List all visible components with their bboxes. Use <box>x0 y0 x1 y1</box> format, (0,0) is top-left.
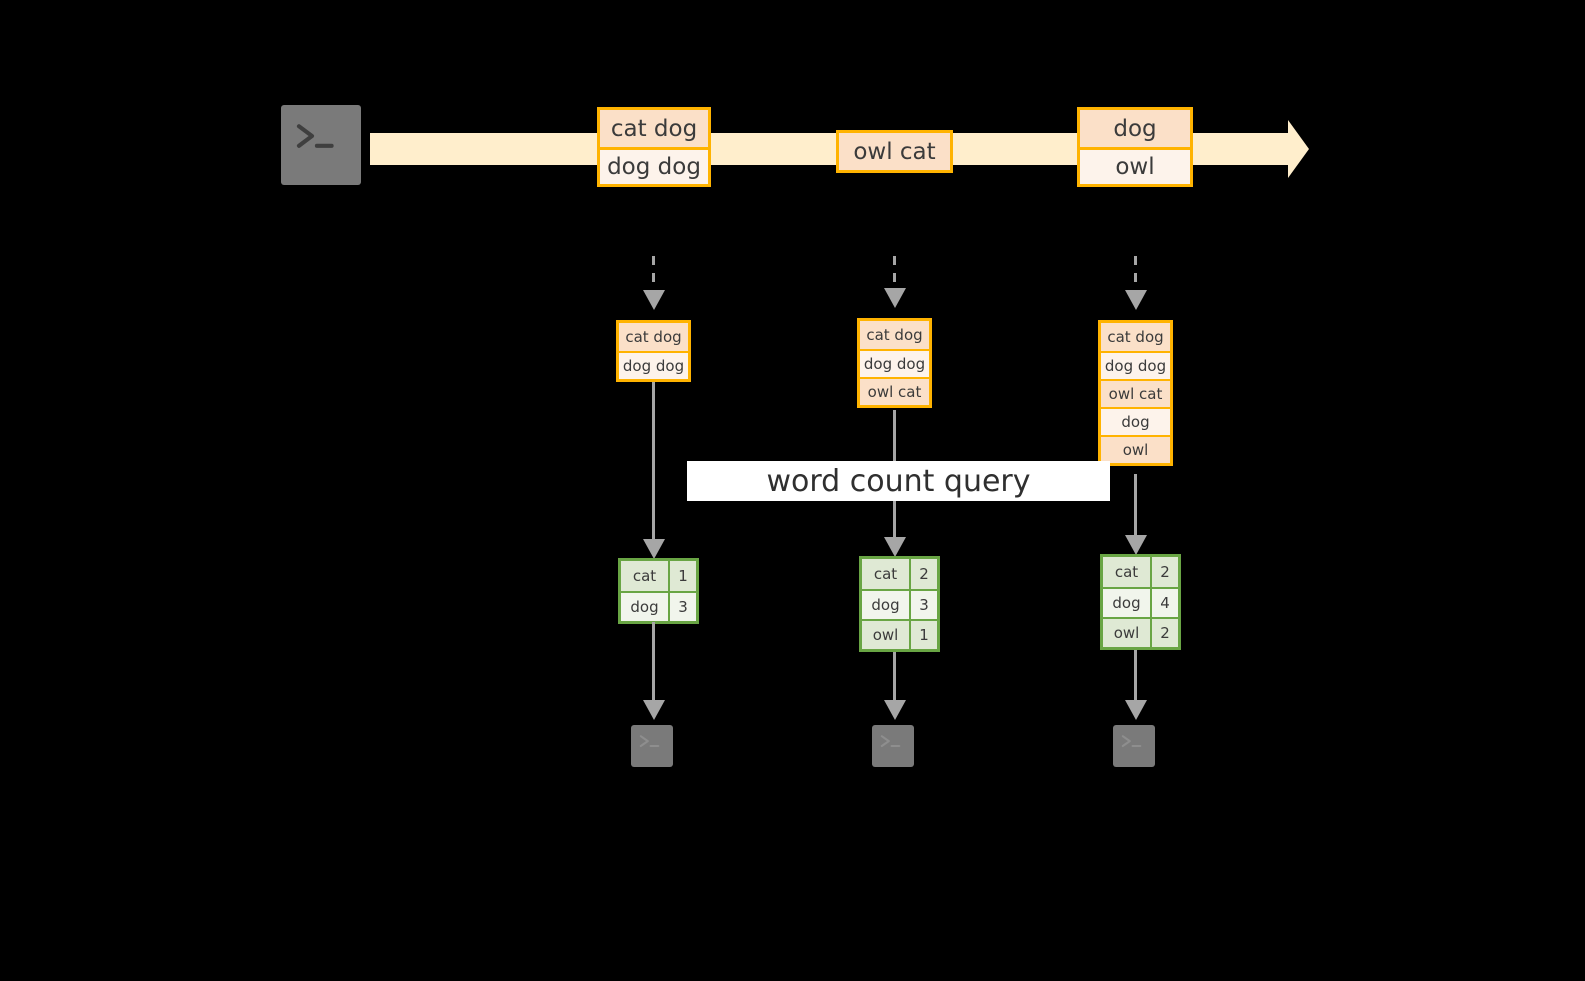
snapshot-3-count-2: 4 <box>1150 589 1178 617</box>
snapshot-3-word-2: dog <box>1103 589 1150 617</box>
snapshot-3-count-3: 2 <box>1150 619 1178 647</box>
table-row: dog 3 <box>621 591 696 621</box>
stream-message-1-line-2: dog dog <box>600 147 708 184</box>
snapshot-1-result-table: cat 1 dog 3 <box>618 558 699 624</box>
table-row: cat 2 <box>1103 557 1178 587</box>
snapshot-2-count-1: 2 <box>909 559 937 589</box>
snapshot-1-query-arrowhead <box>643 539 665 559</box>
prompt-glyph <box>1121 735 1142 748</box>
snapshot-3-sink-arrowhead <box>1125 700 1147 720</box>
snapshot-1-count-1: 1 <box>668 561 696 591</box>
table-row: dog 3 <box>862 589 937 619</box>
snapshot-3-trigger-arrowhead <box>1125 290 1147 310</box>
snapshot-3-count-1: 2 <box>1150 557 1178 587</box>
snapshot-2-count-3: 1 <box>909 621 937 649</box>
stream-message-1: cat dog dog dog <box>597 107 711 187</box>
snapshot-1-sink-arrowhead <box>643 700 665 720</box>
stream-message-1-line-1: cat dog <box>600 110 708 147</box>
prompt-glyph <box>880 735 901 748</box>
snapshot-3-input-line-4: dog <box>1101 407 1170 435</box>
table-row: dog 4 <box>1103 587 1178 617</box>
snapshot-1-input-line-1: cat dog <box>619 323 688 351</box>
snapshot-3-result-table: cat 2 dog 4 owl 2 <box>1100 554 1181 650</box>
snapshot-2-input-line-3: owl cat <box>860 377 929 405</box>
snapshot-1-sink-terminal-icon <box>622 716 682 776</box>
snapshot-1-word-1: cat <box>621 561 668 591</box>
snapshot-1-word-2: dog <box>621 593 668 621</box>
snapshot-3-sink-terminal-icon <box>1104 716 1164 776</box>
table-row: owl 1 <box>862 619 937 649</box>
snapshot-1-query-line <box>652 382 655 542</box>
snapshot-3-input-line-5: owl <box>1101 435 1170 463</box>
query-label-band: word count query <box>687 461 1110 501</box>
stream-message-3-line-1: dog <box>1080 110 1190 147</box>
snapshot-1-input-line-2: dog dog <box>619 351 688 379</box>
snapshot-1-count-2: 3 <box>668 593 696 621</box>
stream-message-2-line-1: owl cat <box>839 133 950 170</box>
stream-arrowhead <box>1288 120 1309 178</box>
snapshot-3-query-line <box>1134 474 1137 542</box>
snapshot-2-sink-terminal-icon <box>863 716 923 776</box>
snapshot-2-trigger-arrowhead <box>884 288 906 308</box>
snapshot-1-input-box: cat dog dog dog <box>616 320 691 382</box>
snapshot-2-word-1: cat <box>862 559 909 589</box>
prompt-glyph <box>296 124 334 148</box>
snapshot-3-word-3: owl <box>1103 619 1150 647</box>
prompt-glyph <box>639 735 660 748</box>
snapshot-2-input-line-1: cat dog <box>860 321 929 349</box>
snapshot-3-input-box: cat dog dog dog owl cat dog owl <box>1098 320 1173 466</box>
table-row: cat 2 <box>862 559 937 589</box>
snapshot-2-word-3: owl <box>862 621 909 649</box>
snapshot-1-trigger-line <box>652 256 655 292</box>
table-row: owl 2 <box>1103 617 1178 647</box>
snapshot-1-sink-line <box>652 622 655 704</box>
stream-message-3: dog owl <box>1077 107 1193 187</box>
snapshot-2-word-2: dog <box>862 591 909 619</box>
snapshot-3-input-line-1: cat dog <box>1101 323 1170 351</box>
snapshot-2-input-box: cat dog dog dog owl cat <box>857 318 932 408</box>
snapshot-3-trigger-line <box>1134 256 1137 292</box>
snapshot-2-result-table: cat 2 dog 3 owl 1 <box>859 556 940 652</box>
snapshot-2-sink-arrowhead <box>884 700 906 720</box>
snapshot-3-query-arrowhead <box>1125 535 1147 555</box>
snapshot-3-sink-line <box>1134 650 1137 704</box>
snapshot-2-input-line-2: dog dog <box>860 349 929 377</box>
snapshot-3-input-line-3: owl cat <box>1101 379 1170 407</box>
snapshot-1-trigger-arrowhead <box>643 290 665 310</box>
query-label: word count query <box>766 463 1031 499</box>
snapshot-2-query-arrowhead <box>884 537 906 557</box>
snapshot-2-count-2: 3 <box>909 591 937 619</box>
table-row: cat 1 <box>621 561 696 591</box>
snapshot-3-word-1: cat <box>1103 557 1150 587</box>
source-terminal-icon <box>272 96 370 194</box>
snapshot-2-sink-line <box>893 652 896 704</box>
snapshot-2-trigger-line <box>893 256 896 290</box>
snapshot-3-input-line-2: dog dog <box>1101 351 1170 379</box>
stream-message-2: owl cat <box>836 130 953 173</box>
stream-message-3-line-2: owl <box>1080 147 1190 184</box>
